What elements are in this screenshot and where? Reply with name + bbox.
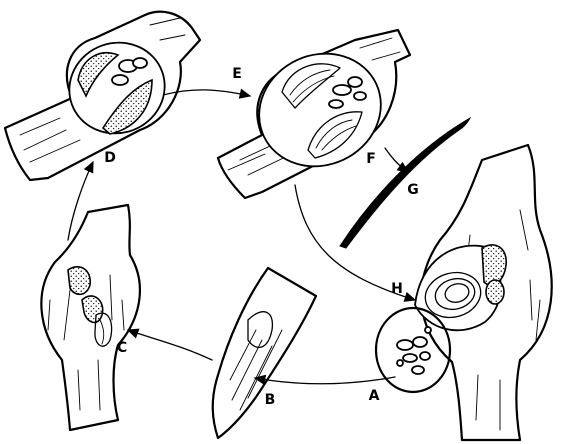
- stage-b-spindle: [213, 268, 316, 438]
- stage-d-muscle: [5, 12, 200, 180]
- stage-c-muscle: [41, 205, 140, 430]
- label-h: H: [391, 281, 403, 297]
- label-g: G: [407, 182, 419, 198]
- arrow-b-to-c: [128, 330, 212, 360]
- label-b: B: [265, 392, 276, 408]
- stage-h-muscle: [415, 145, 552, 440]
- label-a: A: [369, 388, 380, 404]
- label-e: E: [232, 66, 242, 82]
- label-f: F: [366, 151, 376, 167]
- label-d: D: [104, 150, 116, 166]
- arrow-a-to-b: [255, 377, 395, 384]
- label-c: C: [117, 340, 127, 356]
- stage-ef-muscle: [218, 30, 410, 198]
